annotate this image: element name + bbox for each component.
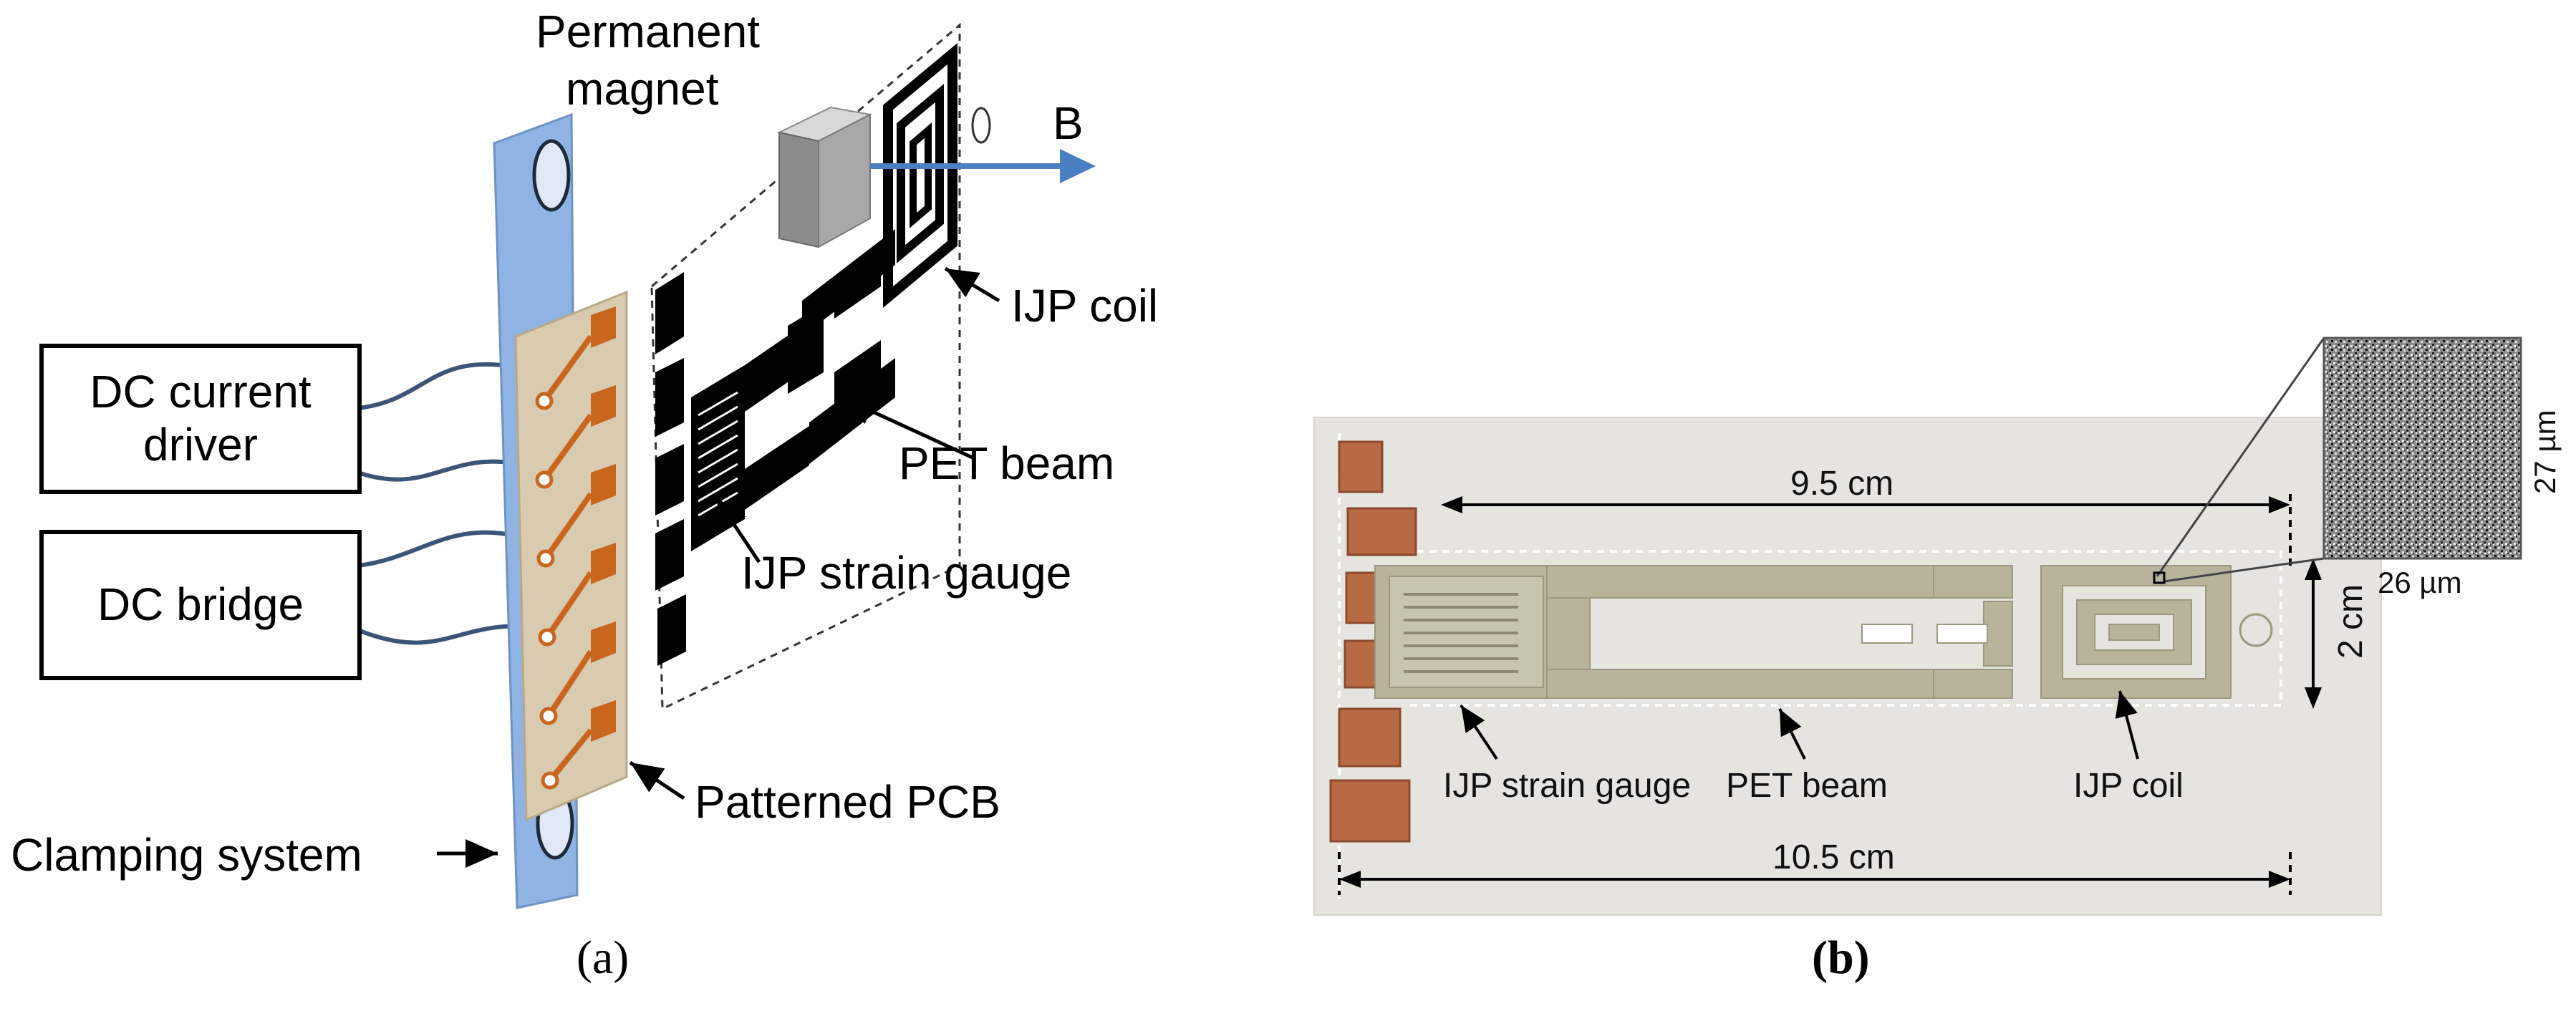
bridge-label: DC bridge <box>97 579 304 631</box>
photo-pointer-arrows <box>1460 690 2139 760</box>
beam-label: PET beam <box>899 437 1115 489</box>
photo-beam-label: PET beam <box>1726 767 1888 805</box>
photo-coil-label: IJP coil <box>2073 767 2184 805</box>
mounting-hole <box>2239 613 2273 647</box>
patterned-pcb <box>514 290 628 822</box>
driver-label-line2: driver <box>143 419 259 470</box>
driver-label-line1: DC current <box>90 366 312 418</box>
panel-a-diagram <box>357 22 1096 909</box>
caption-b: (b) <box>1812 932 1870 984</box>
gauge-label: IJP strain gauge <box>741 547 1072 599</box>
field-label: B <box>1053 97 1084 149</box>
panel-b-photo <box>1313 337 2522 916</box>
pcb-label: Patterned PCB <box>695 776 1000 828</box>
field-arrow <box>870 149 1096 183</box>
clamp-label: Clamping system <box>11 829 362 881</box>
sem-inset <box>2153 337 2522 584</box>
coil-label: IJP coil <box>1011 280 1159 332</box>
caption-a: (a) <box>577 932 629 984</box>
printed-pattern <box>1374 565 2232 699</box>
width-label: 2 cm <box>2332 584 2370 659</box>
leader-arrows <box>437 266 1000 868</box>
dimension-lines <box>1338 494 2322 895</box>
dc-bridge-box: DC bridge <box>39 530 362 680</box>
strain-gauge-meander <box>1404 593 1518 673</box>
magnet-label-line2: magnet <box>566 63 719 115</box>
inset-width-label: 26 µm <box>2378 566 2462 599</box>
permanent-magnet <box>776 106 873 248</box>
inset-height-label: 27 µm <box>2528 410 2562 494</box>
total-length-label: 10.5 cm <box>1772 838 1895 876</box>
dc-current-driver-box: DC current driver <box>39 344 362 494</box>
magnet-label-line1: Permanent <box>536 6 761 57</box>
photo-gauge-label: IJP strain gauge <box>1443 767 1692 805</box>
beam-length-label: 9.5 cm <box>1790 465 1894 503</box>
